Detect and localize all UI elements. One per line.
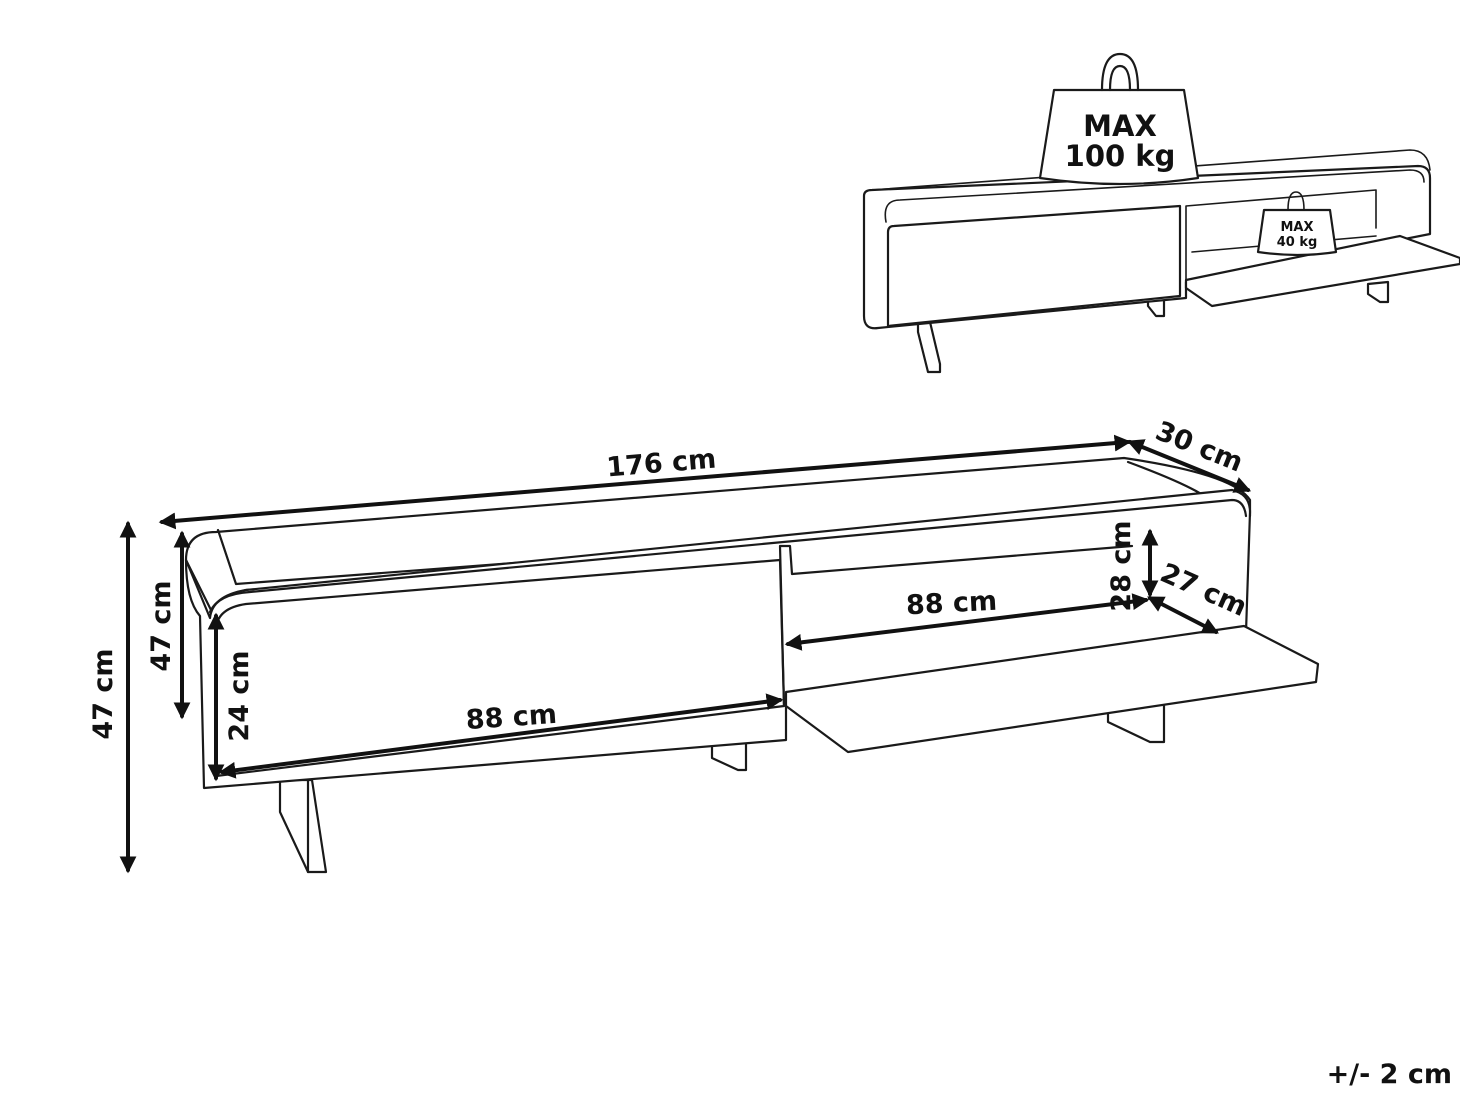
thumb-weight-small-handle [1287,191,1305,211]
label-drawer-width: 88 cm [465,699,558,736]
label-total-height: 47 cm [88,648,119,739]
tolerance-note: +/- 2 cm [1326,1059,1452,1090]
weight-small-line1: MAX [1280,220,1313,235]
thumb-shelf-flap [1184,234,1460,308]
thumb-drawer [886,204,1182,328]
main-leg-left [278,778,328,874]
load-view-thumbnail: MAX 100 kg MAX 40 kg [862,52,1460,374]
label-body-height: 47 cm [146,580,177,671]
thumb-top-inner-edge [884,169,1425,223]
main-divider [778,544,1134,708]
main-body-top-edge [208,498,1248,614]
main-dimension-view [184,456,1320,874]
thumb-leg-right [1366,280,1390,304]
dim-line-width [158,434,1132,530]
weight-large-line1: MAX [1083,109,1157,143]
dimension-lines [119,434,1252,874]
thumb-weight-small [1256,208,1338,257]
thumb-top-back-edge [871,149,1431,191]
dim-line-depth [1126,439,1252,493]
main-shelf-flap [784,624,1320,754]
dim-line-shelf-depth [1147,596,1219,634]
thumb-weight-large [1038,88,1200,186]
dim-line-drawer-width [218,693,784,779]
weight-small-line2: 40 kg [1277,235,1318,250]
dim-line-shelf-width [784,593,1150,651]
label-shelf-width: 88 cm [905,586,998,622]
thumb-weight-large-handle [1100,52,1140,92]
label-drawer-height: 24 cm [224,650,255,741]
label-shelf-height: 28 cm [1106,520,1137,611]
thumb-leg-left [916,320,942,374]
weight-large-line2: 100 kg [1065,139,1176,173]
